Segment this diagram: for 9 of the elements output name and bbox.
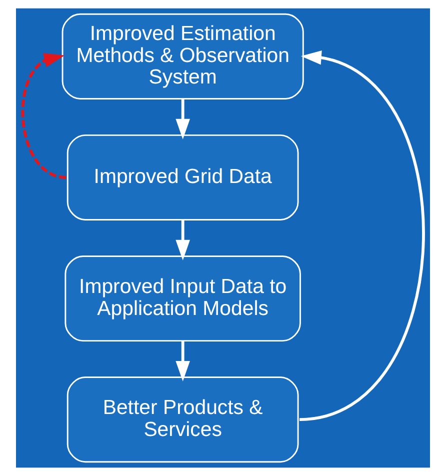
node-box: Better Products & Services [66, 376, 299, 463]
arrow [176, 341, 190, 382]
arrow [21, 53, 66, 179]
arrow [176, 220, 190, 260]
node-box: Improved Input Data to Application Models [64, 256, 301, 342]
arrow [299, 50, 425, 421]
node-box: Improved Grid Data [66, 134, 299, 220]
node-box: Improved Estimation Methods & Observation System [62, 13, 304, 100]
arrow [176, 99, 190, 140]
